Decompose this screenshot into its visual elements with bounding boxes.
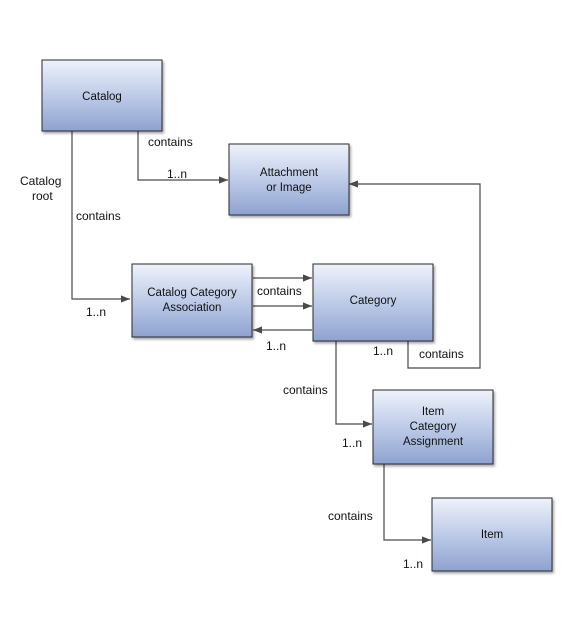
node-association-label-line1: Catalog Category [147,287,237,299]
label-assoc-category-verb: contains [257,284,302,298]
node-assignment-label-line2: Category [410,421,457,433]
node-item-category-assignment: Item Category Assignment [372,389,494,465]
node-attachment-or-image: Attachment or Image [228,143,350,216]
node-item: Item [431,497,553,572]
edge-category-to-attachment [349,180,481,369]
node-category: Category [312,263,434,342]
edge-assignment-to-item [383,464,431,544]
label-catalog-attachment-verb: contains [148,135,193,149]
label-catalog-assoc-verb: contains [76,209,121,223]
node-catalog-category-association: Catalog Category Association [131,263,253,338]
label-category-assignment-verb: contains [283,383,328,397]
label-catalog-attachment-mult: 1..n [167,167,187,181]
node-attachment-label-line2: or Image [266,182,311,194]
node-assignment-label-line3: Assignment [403,436,464,448]
label-category-assoc-mult: 1..n [266,339,286,353]
node-association-label-line2: Association [163,302,222,314]
label-catalog-assoc-mult: 1..n [86,305,106,319]
node-catalog: Catalog [41,59,163,132]
node-item-label: Item [481,529,503,541]
node-attachment-label-line1: Attachment [260,167,319,179]
edge-category-to-assignment [335,341,372,428]
label-assignment-item-verb: contains [328,509,373,523]
label-assignment-item-mult: 1..n [403,557,423,571]
label-category-assignment-mult: 1..n [342,436,362,450]
node-catalog-label: Catalog [82,91,122,103]
node-assignment-label-line1: Item [422,406,444,418]
edge-catalog-to-association [71,131,130,303]
node-category-label: Category [350,295,397,307]
label-category-attachment-verb: contains [419,347,464,361]
label-catalog-root-line2: root [32,189,53,203]
label-catalog-root-line1: Catalog [20,174,61,188]
edge-catalog-to-attachment [137,131,228,184]
label-category-attachment-mult: 1..n [373,344,393,358]
